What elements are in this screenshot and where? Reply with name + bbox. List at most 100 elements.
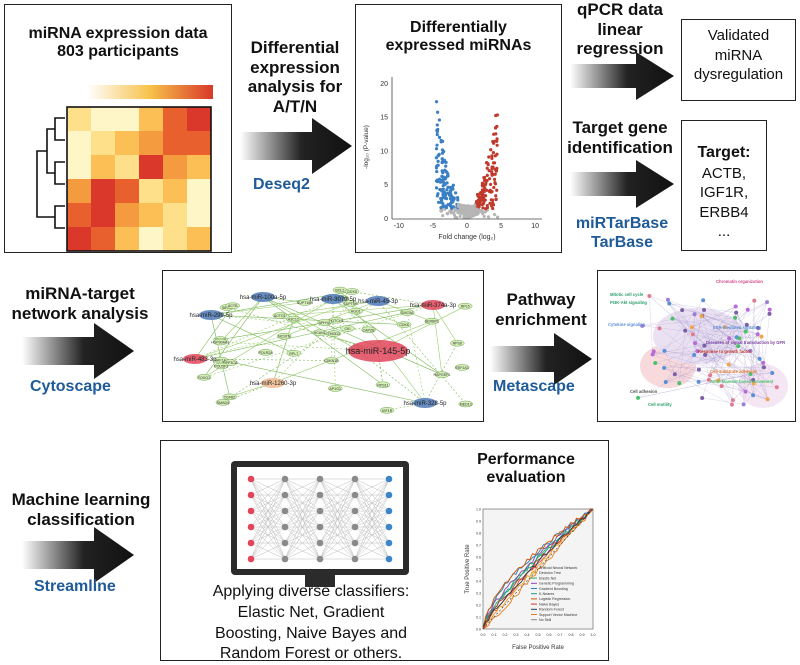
heatmap-cell xyxy=(163,203,187,227)
pathway-node xyxy=(692,352,697,357)
roc-xtick: 0.1 xyxy=(492,633,497,637)
nn-edge xyxy=(250,510,286,560)
volcano-point xyxy=(441,184,445,188)
pathway-term-label: PI3K-Akt signaling xyxy=(610,300,647,305)
mirna-hub-node xyxy=(261,378,285,388)
heatmap-figure xyxy=(36,85,213,252)
streamline-label: Streamline xyxy=(34,578,116,595)
volcano-point xyxy=(441,213,445,218)
mirna-hub-node xyxy=(251,292,275,302)
volcano-point xyxy=(448,190,452,194)
pathway-node xyxy=(752,298,757,303)
volcano-point xyxy=(448,203,452,207)
target-box: Target: ACTB, IGF1R, ERBB4 ... xyxy=(681,120,767,251)
volcano-point xyxy=(445,181,449,185)
pathway-edge xyxy=(697,301,768,352)
volcano-xtick: 0 xyxy=(465,223,469,230)
volcano-point xyxy=(436,159,440,164)
volcano-point xyxy=(493,182,498,186)
volcano-ytick: 15 xyxy=(380,115,388,122)
network-edge xyxy=(194,335,285,360)
target-line1: Target gene xyxy=(572,118,668,137)
classifier-line3: Boosting, Naive Bayes and xyxy=(214,624,408,642)
gene-node xyxy=(196,374,212,381)
qpcr-line2: linear xyxy=(597,19,643,39)
volcano-point xyxy=(436,163,440,167)
gene-node-label: RAPGEF1 xyxy=(434,373,451,377)
gene-node xyxy=(222,393,237,401)
pathway-node xyxy=(672,372,677,377)
pathway-node xyxy=(744,322,749,327)
nn-edge xyxy=(319,478,356,560)
nn-edge xyxy=(319,542,356,560)
pathway-edge xyxy=(679,354,695,384)
network-line2: network analysis xyxy=(11,303,149,323)
gene-node-label: ACTG1 xyxy=(274,314,286,318)
gene-node-label: HIF1A xyxy=(216,359,227,363)
nn-node xyxy=(247,475,255,483)
pathway-node xyxy=(757,356,762,361)
gene-node-label: SERBP1 xyxy=(425,320,439,324)
volcano-point xyxy=(440,139,445,143)
pathway-edge xyxy=(637,346,739,398)
gene-node-label: IGF1R xyxy=(382,409,393,413)
volcano-point xyxy=(474,199,479,204)
gene-node xyxy=(424,317,440,325)
pathway-node xyxy=(680,308,685,313)
network-edge xyxy=(194,305,233,360)
volcano-point xyxy=(483,210,488,214)
gene-node xyxy=(272,312,288,319)
heatmap-cell xyxy=(187,155,211,179)
nn-node xyxy=(316,475,324,483)
pathway-node xyxy=(665,297,670,302)
nn-edge xyxy=(354,510,390,560)
arrow-target xyxy=(570,160,674,208)
nn-edge xyxy=(250,478,286,560)
gene-node-label: SUPT5H xyxy=(343,302,358,306)
volcano-point xyxy=(492,141,496,145)
volcano-point xyxy=(456,198,460,202)
heatmap-cell xyxy=(187,179,211,203)
nn-node xyxy=(351,555,359,563)
differential-expression-label: Differential expression analysis for A/T… xyxy=(235,38,355,116)
gene-node-label: RPL5 xyxy=(461,305,470,309)
pathway-node xyxy=(647,294,652,299)
heatmap-cell xyxy=(91,203,115,227)
volcano-point xyxy=(488,201,492,205)
gene-node-label: HSP90AA1 xyxy=(211,341,229,345)
volcano-point xyxy=(491,203,496,207)
gene-node-label: NCSTN xyxy=(278,335,291,339)
heatmap-cell xyxy=(139,227,163,251)
pathway-node xyxy=(702,343,707,348)
pathway-edge xyxy=(753,336,762,381)
pathway-edge xyxy=(704,345,733,405)
gene-node xyxy=(286,315,301,323)
volcano-point xyxy=(490,154,494,158)
pathway-edge xyxy=(731,337,737,405)
volcano-point xyxy=(437,118,441,122)
heatmap-cell xyxy=(139,155,163,179)
gene-node-label: BCL2 xyxy=(335,289,344,293)
metascape-label: Metascape xyxy=(493,378,575,395)
gene-node xyxy=(297,299,313,306)
heatmap-cell xyxy=(67,131,91,155)
roc-xtick: 0.8 xyxy=(569,633,574,637)
roc-ytick: 0.2 xyxy=(476,603,481,607)
network-edge xyxy=(272,318,294,384)
nn-edge xyxy=(354,494,390,560)
pathway-line1: Pathway xyxy=(506,290,576,309)
volcano-point xyxy=(482,175,486,180)
pathway-edge xyxy=(724,326,773,374)
dendrogram xyxy=(36,117,65,229)
pathway-edge xyxy=(667,299,693,328)
volcano-xtick: 10 xyxy=(531,223,539,230)
ml-classification-label: Machine learning classification xyxy=(0,490,162,529)
pathway-edge xyxy=(736,312,764,363)
pathway-edge xyxy=(649,296,653,355)
heatmap-cell xyxy=(91,107,115,131)
pathway-edge xyxy=(729,336,762,339)
pathway-term-label: Chromatin organization xyxy=(716,279,763,284)
pathway-edge xyxy=(704,300,755,346)
volcano-point xyxy=(487,155,491,159)
heatmap-cell xyxy=(163,179,187,203)
